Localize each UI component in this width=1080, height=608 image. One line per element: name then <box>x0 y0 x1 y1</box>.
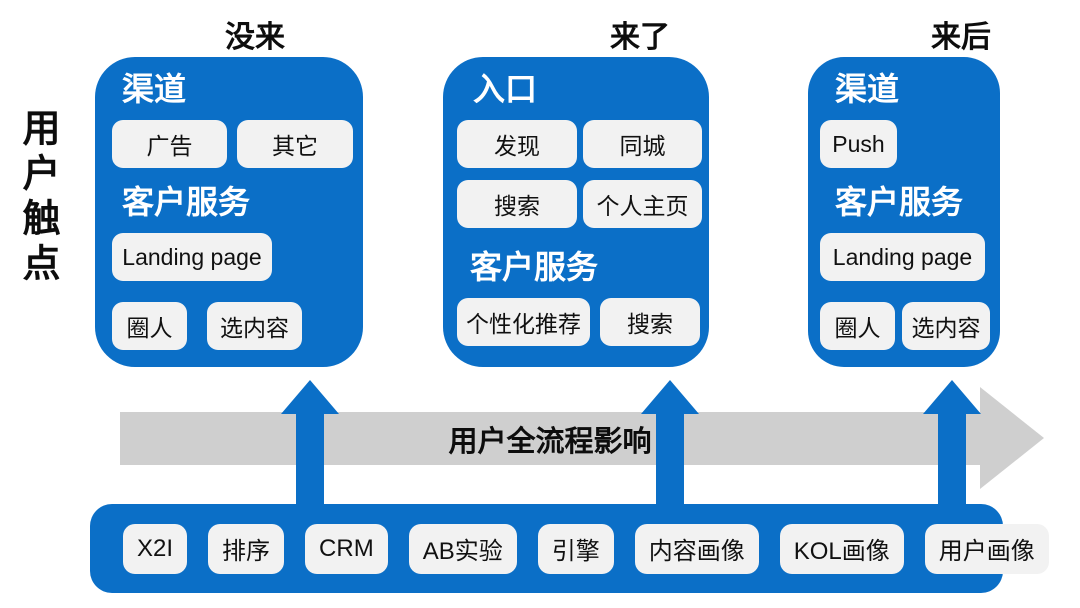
flow-timeline-arrow: 用户全流程影响 <box>120 412 980 465</box>
capability-chip-ab-test: AB实验 <box>408 523 517 574</box>
chip-row: 个性化推荐 搜索 <box>457 298 700 346</box>
chip-personalized-recommendation: 个性化推荐 <box>457 298 590 346</box>
capability-chip-engine: 引擎 <box>537 523 614 574</box>
capability-chip-x2i: X2I <box>123 523 188 574</box>
capability-chip-ranking: 排序 <box>208 523 285 574</box>
platform-capability-bar: X2I 排序 CRM AB实验 引擎 内容画像 KOL画像 用户画像 <box>90 504 1049 593</box>
section-header-customer-service: 客户服务 <box>122 184 251 220</box>
chip-row: Landing page <box>112 233 272 281</box>
chip-row: 圈人 选内容 <box>112 302 302 350</box>
chip-row: 搜索 个人主页 <box>457 180 702 228</box>
chip-profile-page: 个人主页 <box>583 180 702 228</box>
chip-local: 同城 <box>583 120 702 168</box>
chip-content-select: 选内容 <box>207 302 302 350</box>
chip-row: Push <box>820 120 897 168</box>
chip-row: 圈人 选内容 <box>820 302 990 350</box>
chip-audience-select: 圈人 <box>112 302 187 350</box>
section-header-channel: 渠道 <box>122 71 187 107</box>
capability-chip-crm: CRM <box>305 523 388 574</box>
chip-content-select: 选内容 <box>902 302 990 350</box>
section-header-customer-service: 客户服务 <box>470 249 599 285</box>
stage-panel-after-arrival: 渠道 Push 客户服务 Landing page 圈人 选内容 <box>808 57 1000 367</box>
section-header-customer-service: 客户服务 <box>835 184 964 220</box>
stage-title-before-arrival: 没来 <box>225 21 285 54</box>
chip-landing-page: Landing page <box>820 233 985 281</box>
section-header-entry: 入口 <box>473 71 538 107</box>
chip-row: 发现 同城 <box>457 120 702 168</box>
capability-chip-content-profile: 内容画像 <box>634 523 759 574</box>
chip-row: Landing page <box>820 233 985 281</box>
user-touchpoints-axis-label: 用户触点 <box>16 108 58 288</box>
stage-panel-arrived: 入口 发现 同城 搜索 个人主页 客户服务 个性化推荐 搜索 <box>443 57 709 367</box>
capability-chip-user-profile: 用户画像 <box>924 523 1049 574</box>
flow-timeline-arrowhead-icon <box>980 387 1044 489</box>
section-header-channel: 渠道 <box>835 71 900 107</box>
capability-chip-kol-profile: KOL画像 <box>779 523 904 574</box>
chip-audience-select: 圈人 <box>820 302 895 350</box>
chip-search: 搜索 <box>600 298 700 346</box>
chip-ads: 广告 <box>112 120 227 168</box>
flow-timeline-label: 用户全流程影响 <box>448 425 652 458</box>
chip-discover: 发现 <box>457 120 577 168</box>
chip-row: 广告 其它 <box>112 120 353 168</box>
stage-panel-before-arrival: 渠道 广告 其它 客户服务 Landing page 圈人 选内容 <box>95 57 363 367</box>
stage-title-arrived: 来了 <box>610 21 670 54</box>
chip-other: 其它 <box>237 120 353 168</box>
chip-push: Push <box>820 120 897 168</box>
stage-title-after-arrival: 来后 <box>931 21 991 54</box>
chip-landing-page: Landing page <box>112 233 272 281</box>
chip-search: 搜索 <box>457 180 577 228</box>
